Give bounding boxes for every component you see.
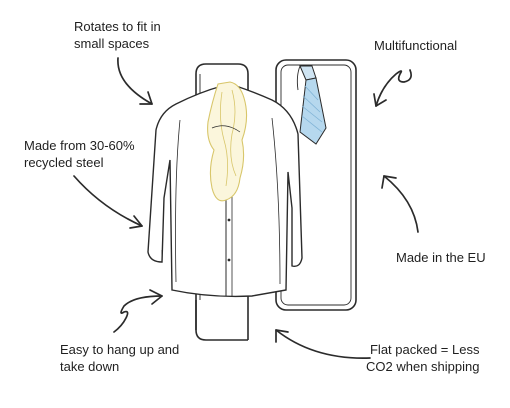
- feature-flat-packed: Flat packed = Less CO2 when shipping: [366, 342, 480, 374]
- arrow-multifunctional: [375, 69, 412, 107]
- feature-easy-hang: Easy to hang up and take down: [60, 342, 180, 374]
- arrow-made-in-eu: [383, 175, 419, 233]
- tie-icon: [296, 65, 327, 145]
- feature-made-in-eu: Made in the EU: [396, 250, 486, 265]
- arrow-easy-hang: [113, 295, 163, 333]
- arrow-flat-packed: [275, 329, 371, 359]
- arrow-recycled: [73, 175, 143, 227]
- arrow-rotates: [117, 57, 153, 105]
- feature-multifunctional: Multifunctional: [374, 38, 458, 53]
- left-rack-base: [195, 300, 248, 341]
- scarf-icon: [207, 81, 248, 202]
- feature-recycled: Made from 30-60% recycled steel: [24, 138, 135, 170]
- feature-rotates: Rotates to fit in small spaces: [74, 19, 161, 51]
- left-rack-frame: [195, 63, 249, 340]
